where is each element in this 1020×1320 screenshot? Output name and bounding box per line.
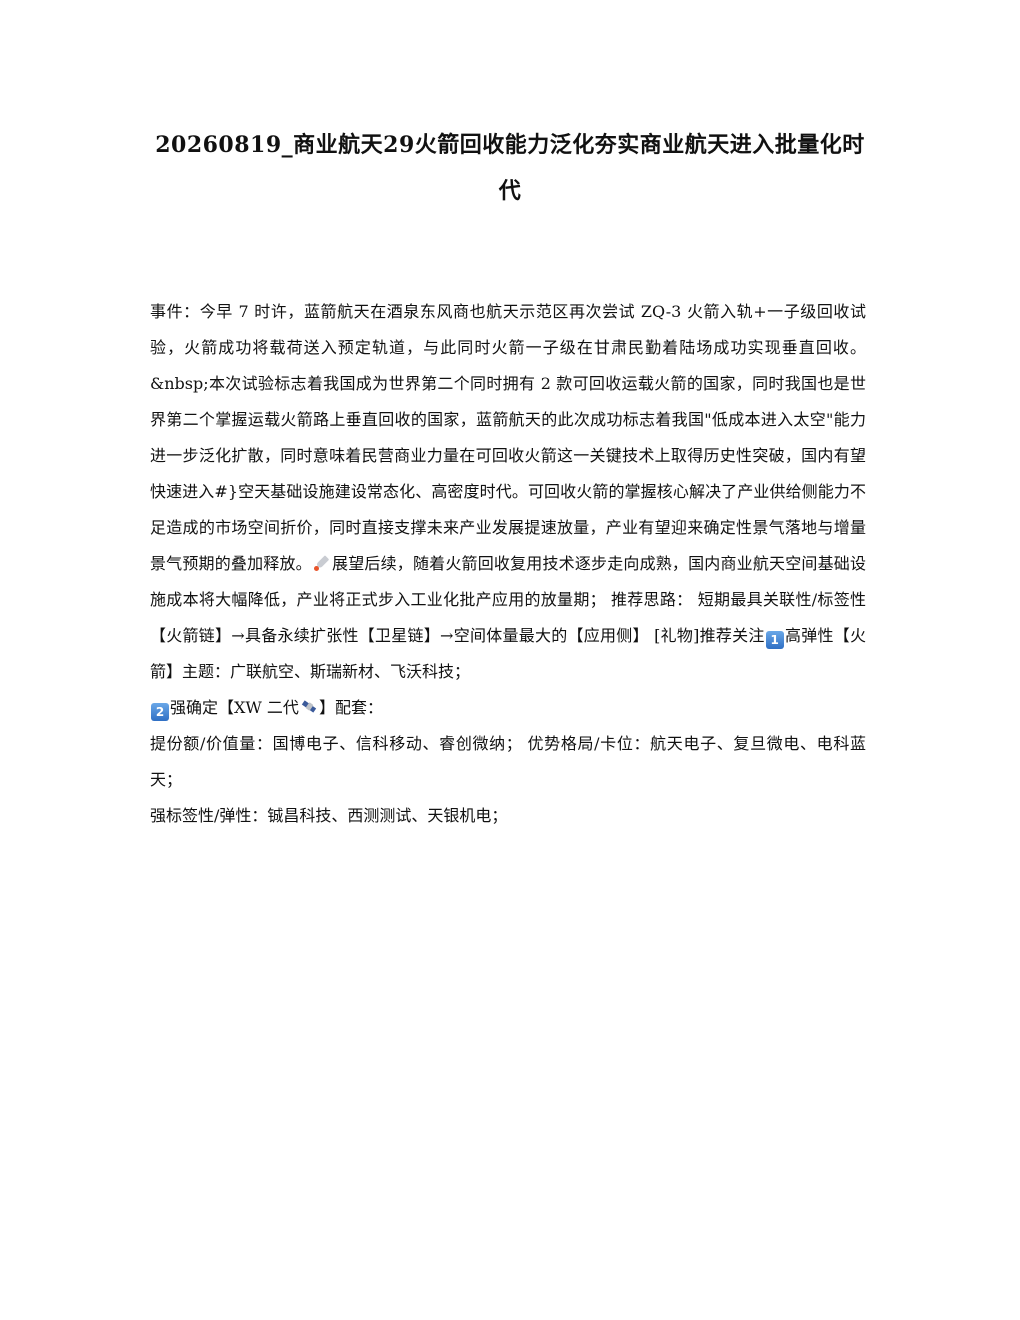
paragraph-share-value: 提份额/价值量：国博电子、信科移动、睿创微纳； 优势格局/卡位：航天电子、复旦微… — [150, 734, 866, 789]
rocket-theme-text: 高弹性【火箭】主题：广联航空、斯瑞新材、飞沃科技； — [150, 626, 866, 681]
paragraph-label-elasticity: 强标签性/弹性：铖昌科技、西测测试、天银机电； — [150, 806, 508, 825]
satellite-icon — [300, 698, 318, 716]
document-title: 20260819_商业航天29火箭回收能力泛化夯实商业航天进入批量化时代 — [155, 132, 865, 204]
paragraph-event: 事件：今早 7 时许，蓝箭航天在酒泉东风商也航天示范区再次尝试 ZQ-3 火箭入… — [150, 294, 866, 690]
keycap-one-icon: 1 — [765, 631, 784, 649]
rocket-icon — [313, 554, 331, 572]
keycap-two-icon: 2 — [151, 703, 169, 721]
document-body: 事件：今早 7 时许，蓝箭航天在酒泉东风商也航天示范区再次尝试 ZQ-3 火箭入… — [150, 294, 866, 834]
satellite-theme-suffix: 】配套： — [318, 698, 383, 717]
outlook-text: 展望后续，随着火箭回收复用技术逐步走向成熟，国内商业航天空间基础设施成本将大幅降… — [150, 554, 866, 645]
satellite-theme-text: 强确定【XW 二代 — [170, 698, 299, 717]
event-text: 事件：今早 7 时许，蓝箭航天在酒泉东风商也航天示范区再次尝试 ZQ-3 火箭入… — [150, 302, 866, 573]
